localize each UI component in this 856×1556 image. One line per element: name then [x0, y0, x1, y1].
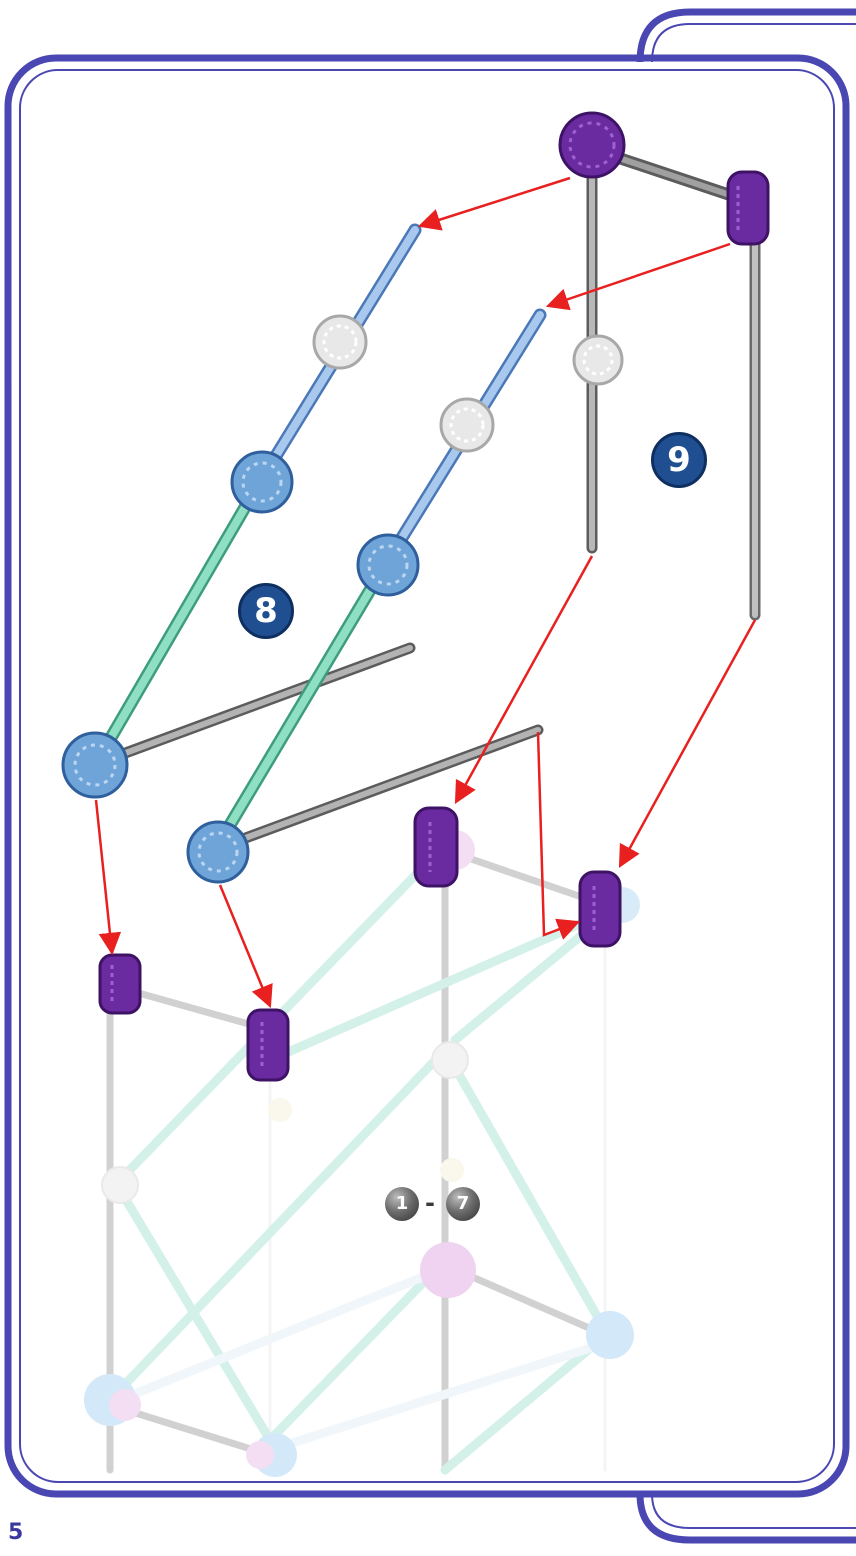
page-number: 5 — [8, 1520, 23, 1545]
connector-purple — [560, 113, 624, 177]
step-range-start: 1 — [385, 1187, 419, 1221]
connector-purple — [580, 872, 620, 946]
step-9-badge: 9 — [651, 432, 707, 488]
step-8-badge: 8 — [238, 583, 294, 639]
page-frame — [8, 12, 856, 1540]
new-rods — [95, 150, 755, 850]
arrow — [538, 732, 578, 935]
connectors — [63, 113, 768, 1080]
connector-purple — [248, 1010, 288, 1080]
connector-purple — [728, 172, 768, 244]
arrow — [220, 885, 270, 1006]
arrow — [620, 620, 755, 866]
connector-purple — [415, 808, 457, 886]
connector-blue — [232, 452, 292, 512]
step-range-end: 7 — [446, 1187, 480, 1221]
connector-blue — [63, 733, 127, 797]
connector-white — [441, 399, 493, 451]
arrow — [96, 800, 112, 953]
connector-purple — [100, 955, 140, 1013]
faded-rods — [110, 845, 605, 1470]
arrow — [420, 178, 570, 226]
connector-white — [574, 336, 622, 384]
arrow — [548, 244, 730, 306]
connector-white — [314, 316, 366, 368]
connector-blue — [358, 535, 418, 595]
step-range-separator: - — [425, 1189, 435, 1217]
connector-blue — [188, 822, 248, 882]
arrow — [456, 556, 592, 802]
base-structure — [84, 830, 640, 1477]
frame-tab-bottom — [640, 1494, 856, 1540]
